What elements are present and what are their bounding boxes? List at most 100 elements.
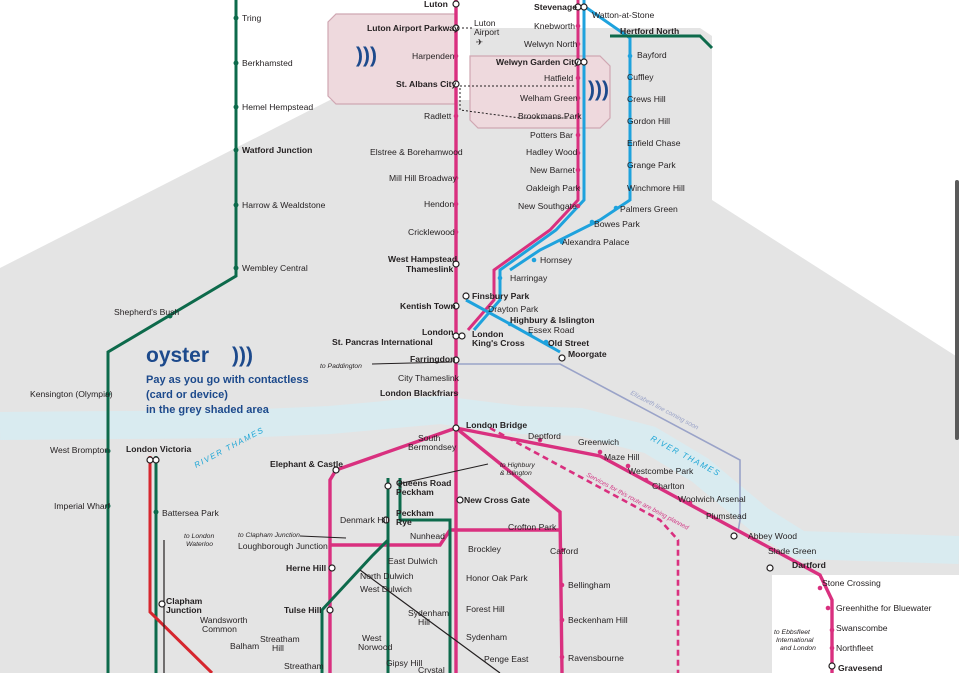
airport-link [459,27,574,119]
station-sydenham-hill-1: Sydenham [408,608,449,618]
station-gipsy-hill: Gipsy Hill [386,658,422,668]
note-to-highbury-2: & Islington [500,470,532,477]
station-new-cross-gate: New Cross Gate [464,495,530,505]
station-oakleigh-park: Oakleigh Park [526,183,581,193]
note-ebbsfleet-3: and London [780,645,816,652]
airport-icon: ✈ [476,37,484,47]
station-london-bridge: London Bridge [466,420,527,430]
station-streatham: Streatham [284,661,324,671]
elizabeth-line [456,363,741,533]
station-stp-1: London [422,327,454,337]
note-to-paddington: to Paddington [320,363,362,370]
station-battersea-park: Battersea Park [162,508,220,518]
gn-main-line [466,0,580,331]
note-ebbsfleet-1: to Ebbsfleet [774,629,811,636]
contactless-icon: ))) [232,344,253,367]
oyster-line-3: in the grey shaded area [146,404,270,416]
station-sydenham: Sydenham [466,632,507,642]
station-plumstead: Plumstead [706,511,747,521]
station-nunhead: Nunhead [410,531,445,541]
station-gordon-hill: Gordon Hill [627,116,670,126]
oyster-line-1: Pay as you go with contactless [146,374,309,386]
station-west-hampstead-1: West Hampstead [388,254,457,264]
station-tring: Tring [242,13,261,23]
station-wandsworth-2: Common [202,624,237,634]
station-stp-2: St. Pancras International [332,337,433,347]
station-dartford: Dartford [792,560,826,570]
station-kx-1: London [472,329,504,339]
station-west-norwood-1: West [362,633,382,643]
note-to-waterloo-1: to London [184,533,214,540]
station-luton-airport-1: Luton [474,18,496,28]
station-luton-airport-parkway: Luton Airport Parkway [367,23,459,33]
station-wandsworth-1: Wandsworth [200,615,248,625]
station-queens-road-1: Queens Road [396,478,451,488]
station-grange-park: Grange Park [627,160,676,170]
station-west-hampstead-2: Thameslink [406,264,454,274]
station-watton: Watton-at-Stone [592,10,654,20]
gn-main-line-2 [472,0,586,331]
pink-ticks [453,23,835,660]
station-kensington-olympia: Kensington (Olympia) [30,389,113,399]
station-clapham-2: Junction [166,605,202,615]
station-crystal: Crystal [418,665,445,673]
station-streatham-hill-2: Hill [272,643,284,653]
station-bellingham: Bellingham [568,580,611,590]
station-watford-junction: Watford Junction [242,145,312,155]
station-radlett: Radlett [424,111,452,121]
station-welham-green: Welham Green [520,93,578,103]
contactless-icon-luton: ))) [356,44,377,67]
station-hendon: Hendon [424,199,454,209]
station-slade-green: Slade Green [768,546,816,556]
thameslink-southwest [328,426,457,673]
blue-ticks [497,53,633,345]
station-north-dulwich: North Dulwich [360,571,414,581]
station-dots [146,0,836,670]
station-welwyn-gc: Welwyn Garden City [496,57,579,67]
station-bowes-park: Bowes Park [594,219,641,229]
station-cuffley: Cuffley [627,72,654,82]
station-ravensbourne: Ravensbourne [568,653,624,663]
station-hornsey: Hornsey [540,255,573,265]
station-south-bermondsey-2: Bermondsey [408,442,457,452]
station-honor-oak: Honor Oak Park [466,573,528,583]
station-harpenden: Harpenden [412,51,455,61]
station-south-bermondsey-1: South [418,433,441,443]
station-elephant: Elephant & Castle [270,459,343,469]
station-enfield-chase: Enfield Chase [627,138,681,148]
station-new-southgate: New Southgate [518,201,577,211]
station-penge-east: Penge East [484,654,529,664]
station-streatham-hill-1: Streatham [260,634,300,644]
green-line-west [106,0,238,673]
station-knebworth: Knebworth [534,21,575,31]
station-ticks [105,15,239,515]
station-denmark-hill: Denmark Hill [340,515,389,525]
station-moorgate: Moorgate [568,349,607,359]
to-paddington-arrow [371,361,453,365]
station-mill-hill: Mill Hill Broadway [389,173,458,183]
station-potters-bar: Potters Bar [530,130,573,140]
station-maze-hill: Maze Hill [604,452,639,462]
station-harringay: Harringay [510,273,548,283]
station-westcombe-park: Westcombe Park [628,466,694,476]
station-greenhithe: Greenhithe for Bluewater [836,603,932,613]
station-greenwich: Greenwich [578,437,619,447]
station-beckenham-hill: Beckenham Hill [568,615,628,625]
station-essex-road: Essex Road [528,325,575,335]
station-victoria: London Victoria [126,444,191,454]
station-berkhamsted: Berkhamsted [242,58,293,68]
station-queens-road-2: Peckham [396,487,434,497]
station-forest-hill: Forest Hill [466,604,505,614]
station-swanscombe: Swanscombe [836,623,888,633]
scrollbar-thumb[interactable] [955,180,959,440]
station-peckham-rye-2: Rye [396,517,412,527]
station-gravesend: Gravesend [838,663,882,673]
station-clapham-1: Clapham [166,596,203,606]
route-notes: to Paddington to Highbury & Islington to… [184,363,816,652]
station-kentish-town: Kentish Town [400,301,456,311]
station-welwyn-north: Welwyn North [524,39,578,49]
station-city-thameslink: City Thameslink [398,373,460,383]
station-labels: Luton Stevenage Watton-at-Stone Tring Lu… [30,0,932,673]
to-highbury-arrow [397,463,489,485]
